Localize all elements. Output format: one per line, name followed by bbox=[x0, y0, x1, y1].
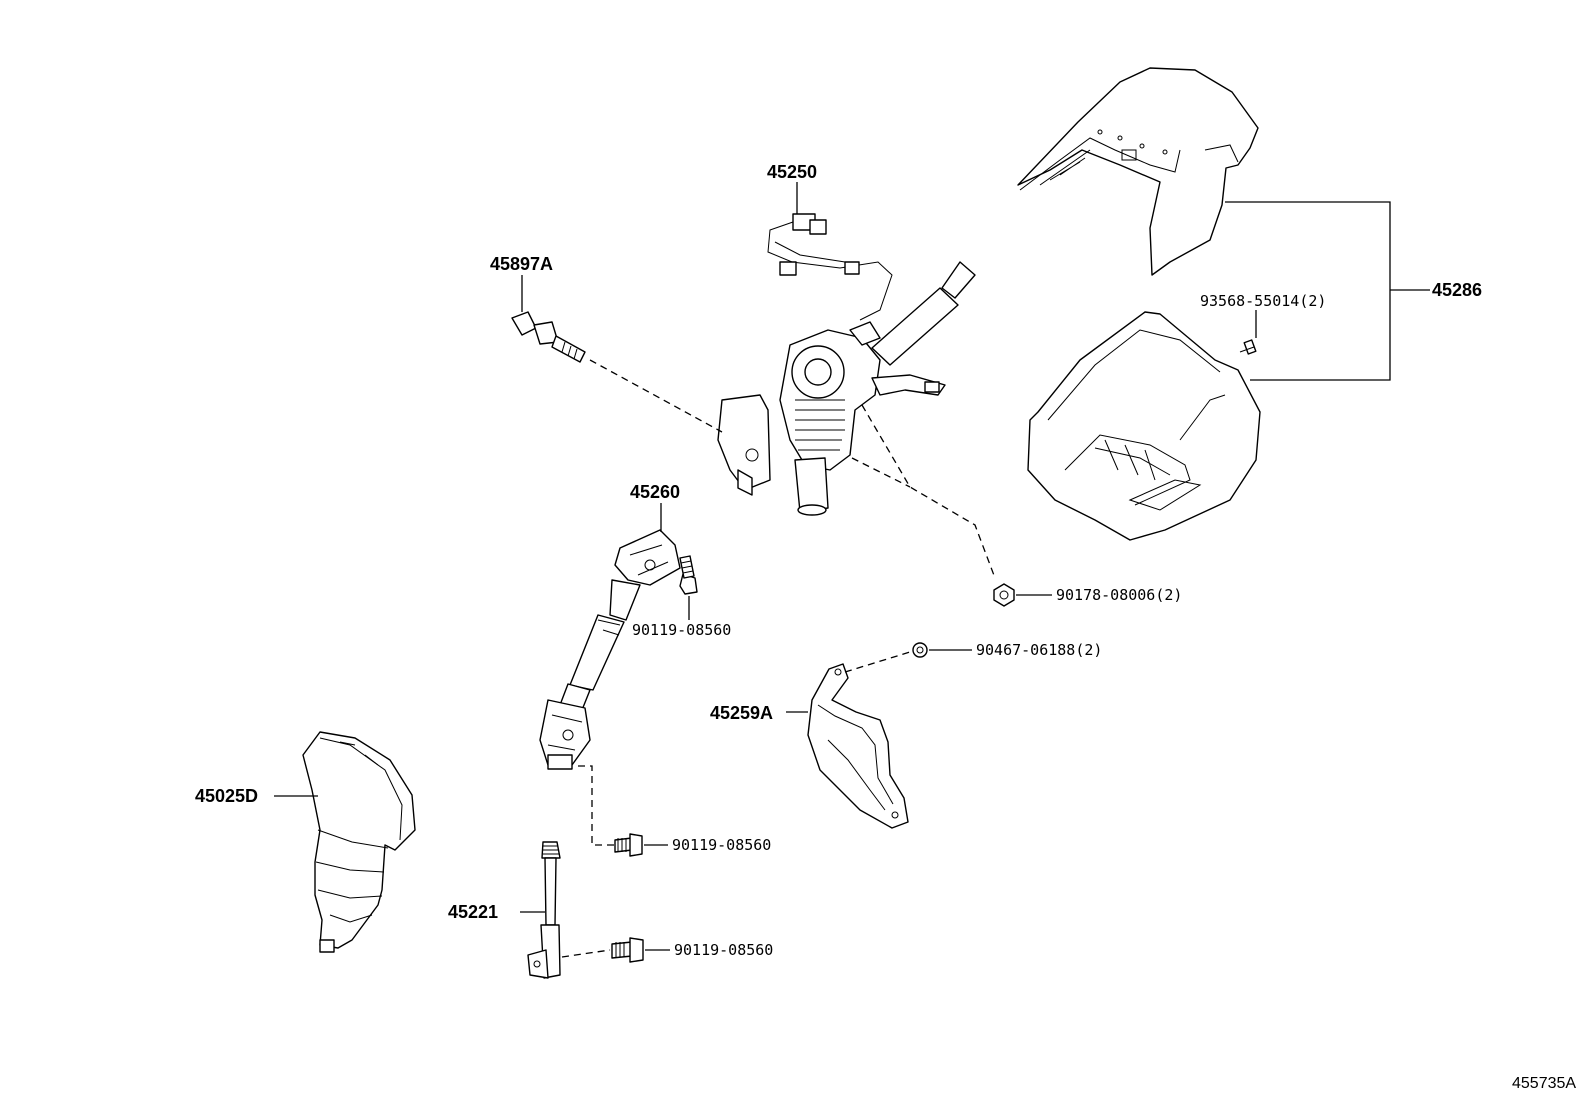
dash-90178-b bbox=[851, 457, 911, 488]
label-45025D: 45025D bbox=[195, 786, 258, 806]
label-45259A: 45259A bbox=[710, 703, 773, 723]
nut-90178[interactable] bbox=[993, 583, 1015, 607]
intermediate-shaft-45260[interactable] bbox=[539, 529, 681, 770]
steering-boot-45025D[interactable] bbox=[302, 731, 416, 953]
column-cover-upper[interactable] bbox=[1017, 67, 1259, 276]
bolt-90119-a[interactable] bbox=[679, 555, 698, 595]
label-45221: 45221 bbox=[448, 902, 498, 922]
label-90178-08006: 90178-08006(2) bbox=[1056, 586, 1182, 604]
label-45250: 45250 bbox=[767, 162, 817, 182]
label-90119-08560-b: 90119-08560 bbox=[672, 836, 771, 854]
bracket-45259A[interactable] bbox=[807, 663, 909, 829]
bolt-90119-b[interactable] bbox=[614, 833, 643, 857]
dash-45897A bbox=[589, 359, 723, 433]
label-45260: 45260 bbox=[630, 482, 680, 502]
screw-93568[interactable] bbox=[1239, 339, 1257, 355]
clip-90467[interactable] bbox=[912, 642, 928, 658]
label-45897A: 45897A bbox=[490, 254, 553, 274]
label-45286: 45286 bbox=[1432, 280, 1482, 300]
label-90119-08560-c: 90119-08560 bbox=[674, 941, 773, 959]
label-90119-08560-a: 90119-08560 bbox=[632, 621, 731, 639]
column-cover-lower[interactable] bbox=[1027, 311, 1261, 541]
bolt-45897A[interactable] bbox=[511, 311, 586, 363]
bolt-90119-c[interactable] bbox=[611, 937, 644, 963]
reference-code: 455735A bbox=[1512, 1075, 1576, 1092]
steering-column-assembly[interactable] bbox=[717, 213, 976, 516]
label-93568-55014: 93568-55014(2) bbox=[1200, 292, 1326, 310]
dash-90119-c bbox=[561, 949, 611, 958]
cover-bracket-line bbox=[1225, 201, 1391, 381]
dash-90467 bbox=[844, 651, 911, 673]
dash-90119-b bbox=[578, 765, 620, 846]
label-90467-06188: 90467-06188(2) bbox=[976, 641, 1102, 659]
steering-shaft-45221[interactable] bbox=[527, 841, 561, 979]
dash-90178-a bbox=[861, 404, 996, 579]
